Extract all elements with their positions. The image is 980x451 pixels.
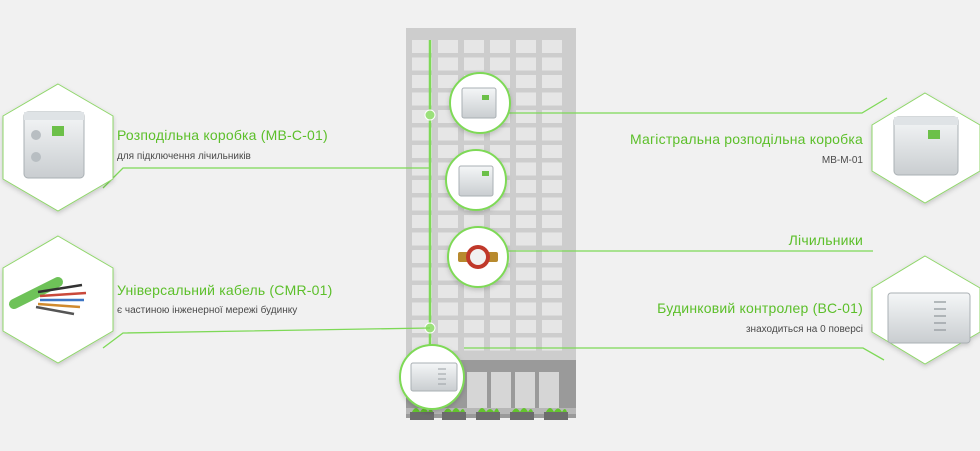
- window: [464, 57, 484, 71]
- window: [516, 40, 536, 53]
- label-junction-box-title: Розподільна коробка (MB-C-01): [117, 127, 328, 143]
- window: [412, 250, 432, 263]
- window: [516, 267, 536, 281]
- window: [438, 75, 458, 88]
- window: [542, 302, 562, 316]
- window: [490, 302, 510, 316]
- window: [490, 57, 510, 71]
- window: [542, 127, 562, 141]
- window: [516, 250, 536, 263]
- window: [542, 57, 562, 71]
- window: [412, 267, 432, 281]
- window: [438, 285, 458, 298]
- window: [464, 40, 484, 53]
- window: [412, 180, 432, 193]
- window: [516, 75, 536, 88]
- window: [542, 40, 562, 53]
- window: [542, 197, 562, 211]
- window: [438, 57, 458, 71]
- window: [412, 162, 432, 176]
- junction-dot: [424, 109, 436, 121]
- label-main-junction-box-subtitle: MB-M-01: [821, 155, 863, 166]
- window: [490, 215, 510, 228]
- window: [542, 180, 562, 193]
- window: [412, 57, 432, 71]
- label-cable-subtitle: є частиною інженерної мережі будинку: [117, 305, 298, 316]
- window: [542, 215, 562, 228]
- label-controller-subtitle: знаходиться на 0 поверсі: [745, 324, 863, 335]
- window: [490, 337, 510, 351]
- window: [542, 145, 562, 158]
- window: [412, 232, 432, 246]
- window: [490, 127, 510, 141]
- label-controller-title: Будинковий контролер (BC-01): [657, 300, 863, 316]
- window: [516, 197, 536, 211]
- hexagon-cable: [2, 235, 114, 364]
- window: [464, 285, 484, 298]
- window: [412, 197, 432, 211]
- circle-junction-box: [445, 149, 507, 211]
- window: [542, 320, 562, 333]
- window: [516, 180, 536, 193]
- window: [438, 40, 458, 53]
- circle-controller: [399, 344, 465, 410]
- window: [516, 127, 536, 141]
- window: [412, 75, 432, 88]
- window: [438, 145, 458, 158]
- window: [516, 215, 536, 228]
- window: [490, 40, 510, 53]
- window: [464, 302, 484, 316]
- window: [438, 320, 458, 333]
- window: [516, 92, 536, 106]
- window: [516, 57, 536, 71]
- window: [516, 320, 536, 333]
- window: [412, 285, 432, 298]
- window: [516, 337, 536, 351]
- window: [542, 110, 562, 123]
- window: [542, 267, 562, 281]
- hexagon-controller: [871, 255, 980, 365]
- window: [490, 145, 510, 158]
- window: [542, 92, 562, 106]
- window: [542, 75, 562, 88]
- window: [516, 285, 536, 298]
- circle-main-junction-box: [449, 72, 511, 134]
- window: [438, 215, 458, 228]
- window: [412, 215, 432, 228]
- window: [542, 232, 562, 246]
- window: [542, 250, 562, 263]
- window: [516, 162, 536, 176]
- label-junction-box-subtitle: для підключення лічильників: [117, 151, 251, 162]
- window: [516, 110, 536, 123]
- window: [490, 320, 510, 333]
- label-meters-title: Лічильники: [788, 232, 863, 248]
- window: [412, 92, 432, 106]
- window: [438, 127, 458, 141]
- window: [542, 285, 562, 298]
- window: [464, 320, 484, 333]
- window: [412, 145, 432, 158]
- window: [516, 302, 536, 316]
- planters: [410, 408, 568, 420]
- label-main-junction-box-title: Магістральна розподільна коробка: [630, 131, 863, 147]
- window: [464, 337, 484, 351]
- window: [516, 232, 536, 246]
- circle-meter: [447, 226, 509, 288]
- window: [490, 285, 510, 298]
- window: [412, 40, 432, 53]
- hexagon-main-junction-box: [871, 92, 980, 204]
- window: [412, 127, 432, 141]
- label-cable-title: Універсальний кабель (CMR-01): [117, 282, 333, 298]
- window: [542, 337, 562, 351]
- window: [438, 302, 458, 316]
- window: [464, 215, 484, 228]
- window: [516, 145, 536, 158]
- window: [542, 162, 562, 176]
- hexagon-junction-box: [2, 83, 114, 212]
- window: [412, 302, 432, 316]
